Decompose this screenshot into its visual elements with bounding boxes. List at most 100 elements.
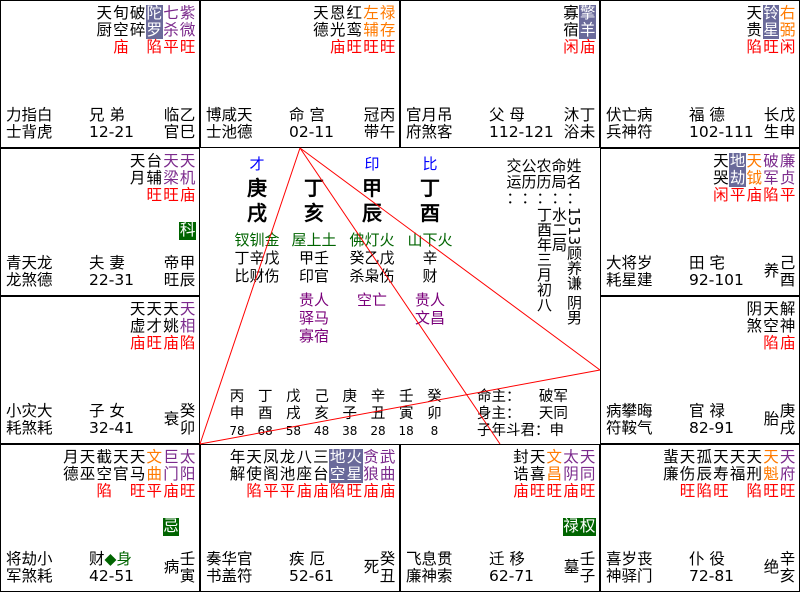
pillar-branch: 酉: [420, 201, 440, 225]
palace-name-text: 夫 妻: [89, 254, 125, 272]
star: 文 曲平: [146, 449, 163, 536]
star-brightness: 旺: [379, 38, 396, 56]
star-brightness: 庙: [163, 334, 179, 352]
star-name: 天 厨: [96, 4, 112, 39]
dayun-ganzhi: 壬 寅: [398, 389, 414, 422]
palace-name: 仆 役: [689, 551, 734, 568]
star-name: 天 福: [729, 448, 746, 483]
star-name: 天 府: [779, 448, 796, 483]
star: 贪 狼庙: [363, 449, 380, 501]
pillar-hidden-stems: 丁辛戊: [234, 249, 280, 267]
star: 月 德: [63, 449, 80, 536]
line-ming-qian: [299, 147, 501, 445]
star: 天 马旺: [129, 449, 146, 536]
star-name: 三 台: [313, 448, 329, 483]
star-brightness: 旺: [779, 482, 796, 500]
star-brightness: 陷: [746, 38, 763, 56]
star-brightness: 庙: [129, 334, 146, 352]
star-list: 太 阳旺巨 门庙忌文 曲平天 马旺天 官截 空陷天 巫月 德: [63, 449, 197, 536]
star-brightness: 旺: [679, 482, 696, 500]
star: 阴 煞: [746, 301, 763, 353]
star-name: 月 德: [63, 448, 79, 483]
palace-age-range: 102-111: [689, 123, 754, 141]
star-list: 紫 微旺七 杀平陀 罗陷破 碎旬 空庙天 厨: [96, 5, 196, 57]
star: 孤 辰陷: [696, 449, 713, 501]
star-name: 阴 煞: [746, 300, 763, 335]
palace-name-text: 财: [89, 550, 105, 568]
pillar-stem: 丁: [304, 176, 324, 200]
palace-name-text: 迁 移: [489, 550, 525, 568]
palace-gods: 将劫小 军煞耗: [6, 550, 53, 585]
palace-name-text: 父 母: [489, 106, 525, 124]
star-brightness: 闲: [779, 38, 796, 56]
sihua-badge: 忌: [162, 517, 180, 536]
star: 天 钺庙: [746, 153, 763, 205]
pillar-hidden-stems: 甲壬: [298, 249, 329, 267]
star: 封 诰庙: [513, 449, 530, 536]
star: 天 机庙科: [179, 153, 196, 240]
star: 天 喜旺: [529, 449, 546, 536]
info-label: 命 局 ：: [551, 157, 567, 207]
dayun-age: 48: [313, 424, 330, 438]
star-brightness: 平: [146, 482, 163, 500]
star-list: 武 曲庙贪 狼庙火 星旺地 空陷三 台庙八 座庙龙 池平凤 阁平天 使陷年 解: [229, 449, 396, 501]
star-list: 天 相陷天 姚庙天 才旺天 虚庙: [129, 301, 196, 353]
info-value: 1513顾养谦 阴男: [565, 207, 583, 325]
star-name: 破 碎: [129, 4, 146, 39]
star: 天 贵陷: [746, 5, 763, 57]
star: 天 虚庙: [129, 301, 146, 353]
palace-age-range: 112-121: [489, 123, 554, 141]
star-name: 天 官: [113, 448, 129, 483]
dayun-age: 38: [342, 424, 358, 438]
palace-yin[interactable]: 太 阳旺巨 门庙忌文 曲平天 马旺天 官截 空陷天 巫月 德将劫小 军煞耗财◆身…: [0, 444, 200, 592]
star-name: 七 杀: [163, 4, 179, 39]
star-name: 台 辅: [146, 152, 163, 187]
pillar-nayin: 屋上土: [291, 231, 337, 249]
pillar-stem: 甲: [362, 176, 382, 200]
star-brightness: 旺: [179, 38, 196, 56]
palace-chou[interactable]: 武 曲庙贪 狼庙火 星旺地 空陷三 台庙八 座庙龙 池平凤 阁平天 使陷年 解奏…: [200, 444, 400, 592]
palace-hai[interactable]: 天 府旺天 魁旺天 刑陷天 福天 寿旺孤 辰陷天 伤旺蜚 廉喜岁丧 神驿门仆 役…: [600, 444, 800, 592]
palace-ganzhi: 丁 未: [579, 106, 596, 141]
star: 蜚 廉: [663, 449, 680, 501]
star-name: 天 梁: [163, 152, 179, 187]
star: 八 座庙: [296, 449, 313, 501]
dayun-ganzhi: 庚 子: [342, 389, 358, 422]
pillar-branch: 辰: [362, 201, 382, 225]
star-name: 天 德: [313, 4, 329, 39]
star-name: 天 机: [179, 152, 196, 187]
star-name: 铃 星: [762, 4, 780, 39]
palace-name: 夫 妻: [89, 255, 134, 272]
ming-zhu: 命主： 破军: [477, 389, 568, 405]
palace-gods: 奏华官 书盖符: [206, 550, 253, 585]
star-brightness: 平: [279, 482, 296, 500]
star-name: 恩 光: [329, 4, 346, 39]
pillar-tengod: 才: [249, 155, 265, 173]
palace-ganzhi: 乙 巳: [179, 106, 196, 141]
star-name: 解 神: [779, 300, 796, 335]
palace-gods: 力指白 士背虎: [6, 106, 53, 141]
star-brightness: 旺: [713, 482, 729, 500]
palace-name: 父 母: [489, 107, 554, 124]
star-name: 天 才: [146, 300, 163, 335]
palace-name-text: 命 宫: [289, 106, 325, 124]
dayun-age: 78: [229, 424, 245, 438]
star-name: 地 劫: [729, 152, 746, 187]
palace-age-range: 02-11: [289, 123, 335, 141]
star-brightness: 庙: [563, 482, 579, 500]
star-brightness: 陷: [146, 38, 163, 56]
star: 天 相陷: [179, 301, 196, 353]
star-name: 天 喜: [529, 448, 546, 483]
star-brightness: 旺: [529, 482, 546, 500]
changsheng-stage: 帝 旺: [163, 254, 180, 289]
